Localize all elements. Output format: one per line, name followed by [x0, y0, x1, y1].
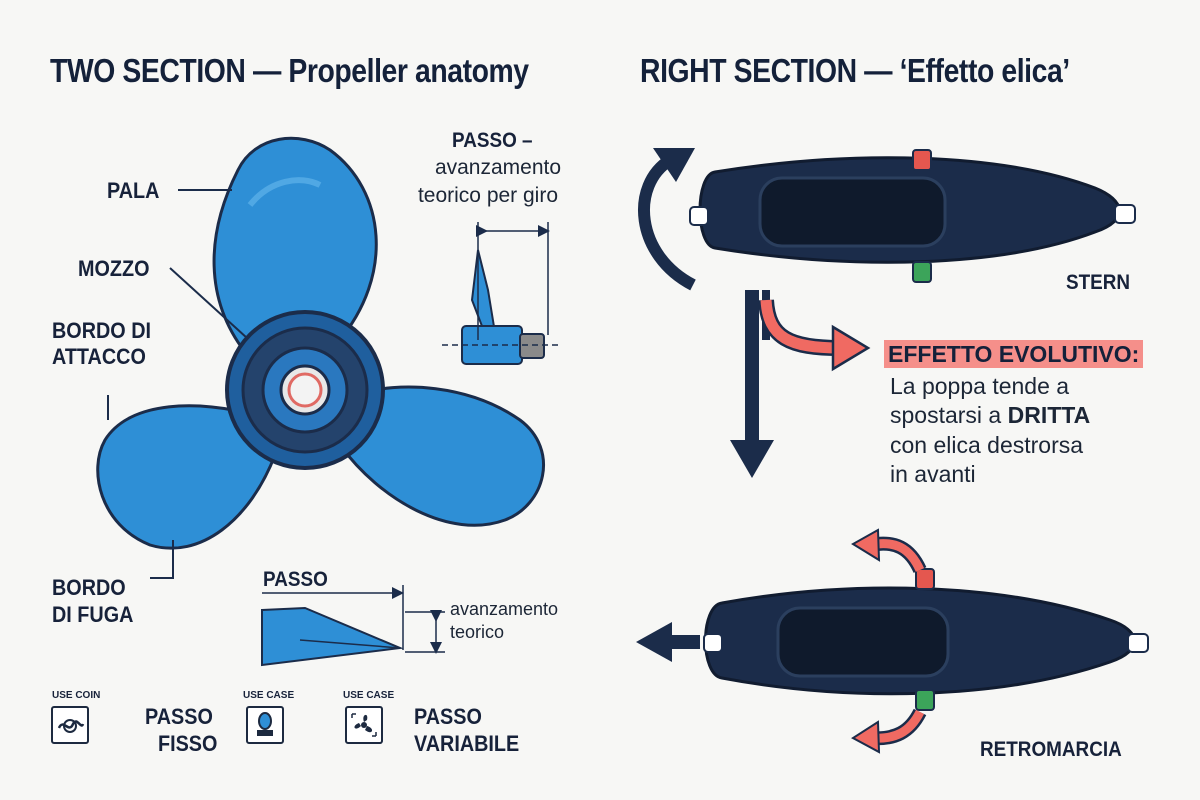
effect-text-dritta: DRITTA: [1007, 402, 1091, 428]
effect-arrow-icon: [758, 299, 871, 372]
propeller-blade-right: [338, 385, 545, 527]
rotation-arrow-icon: [638, 148, 696, 291]
label-bordo-fuga-line2: DI FUGA: [52, 602, 134, 627]
variable-pitch-icon: [345, 706, 383, 744]
effect-title-badge: EFFETTO EVOLUTIVO:: [884, 340, 1144, 368]
passo-bottom-title: PASSO: [263, 568, 328, 591]
effect-text-line2-pre: spostarsi a: [890, 402, 1008, 428]
left-section-title: TWO SECTION — Propeller anatomy: [50, 52, 529, 89]
propeller-illustration: [96, 136, 545, 550]
legend-caption-2: USE CASE: [243, 690, 295, 701]
passo-top-desc-1: avanzamento: [434, 156, 562, 179]
label-pala: PALA: [107, 178, 160, 203]
port-light-icon: [912, 149, 932, 171]
passo-bottom-desc-1: avanzamento: [450, 599, 559, 619]
passo-variabile-line1: PASSO: [414, 704, 482, 729]
side-view-pitch-bottom: [261, 585, 445, 667]
right-section-title: RIGHT SECTION — ‘Effetto elica’: [640, 52, 1070, 89]
retromarcia-label: RETROMARCIA: [980, 738, 1122, 761]
label-bordo-attacco-line2: ATTACCO: [52, 344, 146, 369]
anatomy-leader-lines: [107, 189, 248, 579]
fixed-pitch-icon: [246, 706, 284, 744]
propeller-blade-left: [96, 404, 277, 550]
legend-caption-3: USE CASE: [343, 690, 395, 701]
passo-top-desc-2: teorico per giro: [417, 184, 559, 207]
passo-top-title: PASSO –: [452, 129, 533, 152]
boat-forward: [689, 149, 1136, 283]
starboard-light-icon: [912, 261, 932, 283]
label-bordo-fuga-line1: BORDO: [52, 575, 126, 600]
reverse-effect-arrows-icon: [851, 528, 927, 754]
boat-reverse: [703, 568, 1149, 711]
label-bordo-attacco-line1: BORDO DI: [52, 318, 151, 343]
effect-text-line1: La poppa tende a: [890, 373, 1070, 399]
propeller-blade-top: [212, 136, 378, 354]
side-view-pitch-top: [442, 222, 560, 365]
passo-fisso-line1: PASSO: [145, 704, 213, 729]
passo-fisso-line2: FISSO: [158, 731, 218, 756]
passo-variabile-line2: VARIABILE: [414, 731, 520, 756]
legend-caption-1: USE COIN: [52, 690, 101, 701]
passo-bottom-desc-2: teorico: [450, 622, 505, 642]
effect-text-line3: con elica destrorsa: [890, 432, 1084, 458]
stern-label: STERN: [1066, 271, 1131, 294]
rope-knot-icon: [51, 706, 89, 744]
effect-text-line2: spostarsi a DRITTA: [890, 401, 1090, 429]
effect-text-line4: in avanti: [890, 461, 976, 487]
label-mozzo: MOZZO: [78, 256, 150, 281]
reverse-arrow-icon: [636, 622, 700, 662]
